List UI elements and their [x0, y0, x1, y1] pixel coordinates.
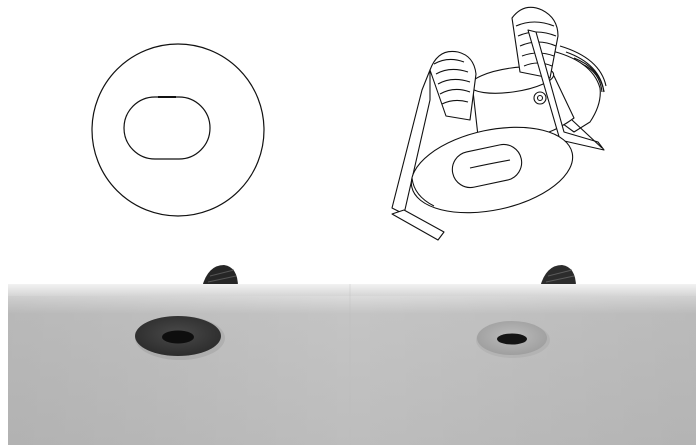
ceiling-photo: [8, 265, 696, 445]
right-screw-protrusion: [540, 265, 576, 287]
left-spring-clip: [391, 50, 477, 215]
left-screw-thread: [207, 269, 237, 283]
front-view-drawing: [91, 43, 265, 217]
white-downlight: [476, 321, 550, 358]
left-screw-protrusion: [202, 265, 238, 287]
oval-aperture: [123, 96, 211, 160]
trim-outline-circle: [91, 43, 265, 217]
iso-oval-aperture: [451, 143, 523, 189]
right-screw-thread: [545, 269, 575, 283]
right-spring-clip: [511, 6, 605, 151]
left-clip-foot: [391, 209, 445, 241]
black-downlight: [135, 316, 225, 360]
pivot-screw-center: [536, 94, 544, 102]
ceiling-shading: [8, 296, 696, 445]
ceiling-edge: [8, 284, 696, 298]
isometric-view-drawing: [391, 6, 607, 241]
